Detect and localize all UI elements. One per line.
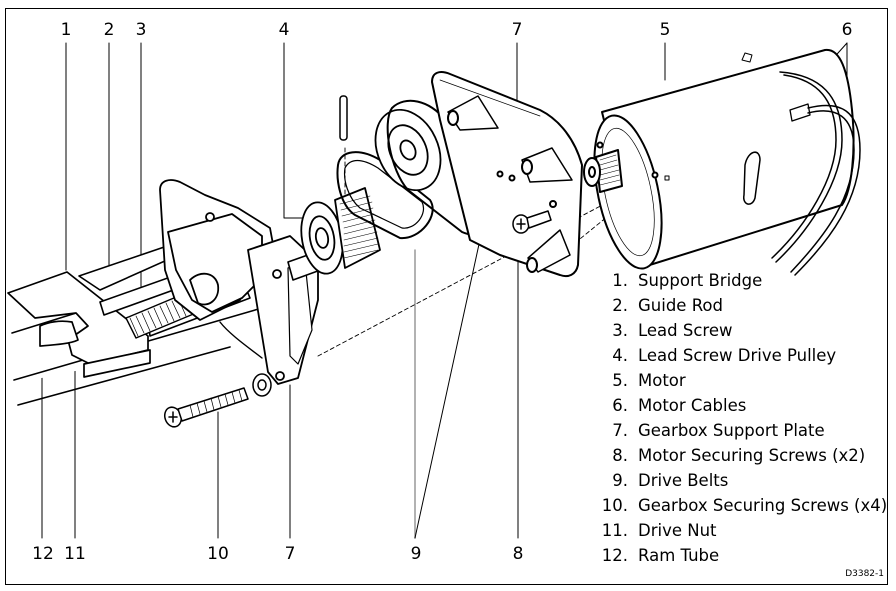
- gearbox-support-plate: [431, 71, 583, 278]
- legend-label: Lead Screw: [638, 321, 733, 340]
- legend-item: 2. Guide Rod: [598, 293, 887, 318]
- legend-number: 11.: [601, 521, 628, 540]
- gearbox-housing: [159, 179, 319, 385]
- callout-bottom-10: 10: [207, 544, 229, 564]
- callout-bottom-9: 9: [410, 544, 422, 564]
- legend-label: Motor: [638, 371, 686, 390]
- diagram-frame: [5, 8, 888, 585]
- lead-screw-drive-pulley: [300, 187, 381, 275]
- legend-number: 2.: [612, 296, 628, 315]
- legend-number: 3.: [612, 321, 628, 340]
- legend-label: Support Bridge: [638, 271, 763, 290]
- support-bridge: [7, 271, 151, 378]
- legend-number: 7.: [612, 421, 628, 440]
- callout-top-5: 5: [659, 20, 671, 40]
- legend-label: Motor Securing Screws (x2): [638, 446, 866, 465]
- legend-item: 3. Lead Screw: [598, 318, 887, 343]
- legend-label: Lead Screw Drive Pulley: [638, 346, 837, 365]
- callout-bottom-11: 11: [64, 544, 86, 564]
- legend-label: Guide Rod: [638, 296, 723, 315]
- legend-label: Drive Belts: [638, 471, 729, 490]
- legend-number: 10.: [601, 496, 628, 515]
- legend-item: 10. Gearbox Securing Screws (x4): [598, 493, 887, 518]
- legend-item: 7. Gearbox Support Plate: [598, 418, 887, 443]
- upper-pulley: [374, 108, 442, 192]
- callout-top-1: 1: [60, 20, 72, 40]
- motor-cables: [771, 71, 861, 276]
- callout-bottom-7: 7: [284, 544, 296, 564]
- washer: [252, 373, 272, 397]
- legend-item: 5. Motor: [598, 368, 887, 393]
- legend-number: 8.: [612, 446, 628, 465]
- legend-label: Drive Nut: [638, 521, 717, 540]
- legend-label: Gearbox Support Plate: [638, 421, 825, 440]
- legend-item: 1. Support Bridge: [598, 268, 887, 293]
- callout-top-4: 4: [278, 20, 290, 40]
- legend-number: 4.: [612, 346, 628, 365]
- pin: [339, 95, 348, 141]
- legend-number: 9.: [612, 471, 628, 490]
- leader-9b: [414, 234, 482, 539]
- legend-item: 4. Lead Screw Drive Pulley: [598, 343, 887, 368]
- drive-belt-1: [336, 151, 434, 240]
- callout-top-3: 3: [135, 20, 147, 40]
- legend-item: 8. Motor Securing Screws (x2): [598, 443, 887, 468]
- motor-securing-screw: [512, 210, 552, 234]
- leader-4: [283, 42, 303, 219]
- gearbox-securing-screw: [163, 387, 249, 428]
- legend-item: 12. Ram Tube: [598, 543, 887, 568]
- callout-top-2: 2: [103, 20, 115, 40]
- legend-number: 12.: [601, 546, 628, 565]
- drawing-reference-code: D3382-1: [845, 569, 884, 579]
- callout-top-7: 7: [511, 20, 523, 40]
- callout-top-6: 6: [841, 20, 853, 40]
- motor: [583, 48, 855, 270]
- legend-item: 11. Drive Nut: [598, 518, 887, 543]
- legend-item: 9. Drive Belts: [598, 468, 887, 493]
- legend-number: 1.: [612, 271, 628, 290]
- legend-number: 6.: [612, 396, 628, 415]
- callout-bottom-12: 12: [32, 544, 54, 564]
- parts-legend: 1. Support Bridge 2. Guide Rod 3. Lead Scre…: [598, 268, 887, 568]
- legend-number: 5.: [612, 371, 628, 390]
- legend-label: Gearbox Securing Screws (x4): [638, 496, 888, 515]
- legend-item: 6. Motor Cables: [598, 393, 887, 418]
- legend-label: Motor Cables: [638, 396, 747, 415]
- callout-bottom-8: 8: [512, 544, 524, 564]
- legend-label: Ram Tube: [638, 546, 720, 565]
